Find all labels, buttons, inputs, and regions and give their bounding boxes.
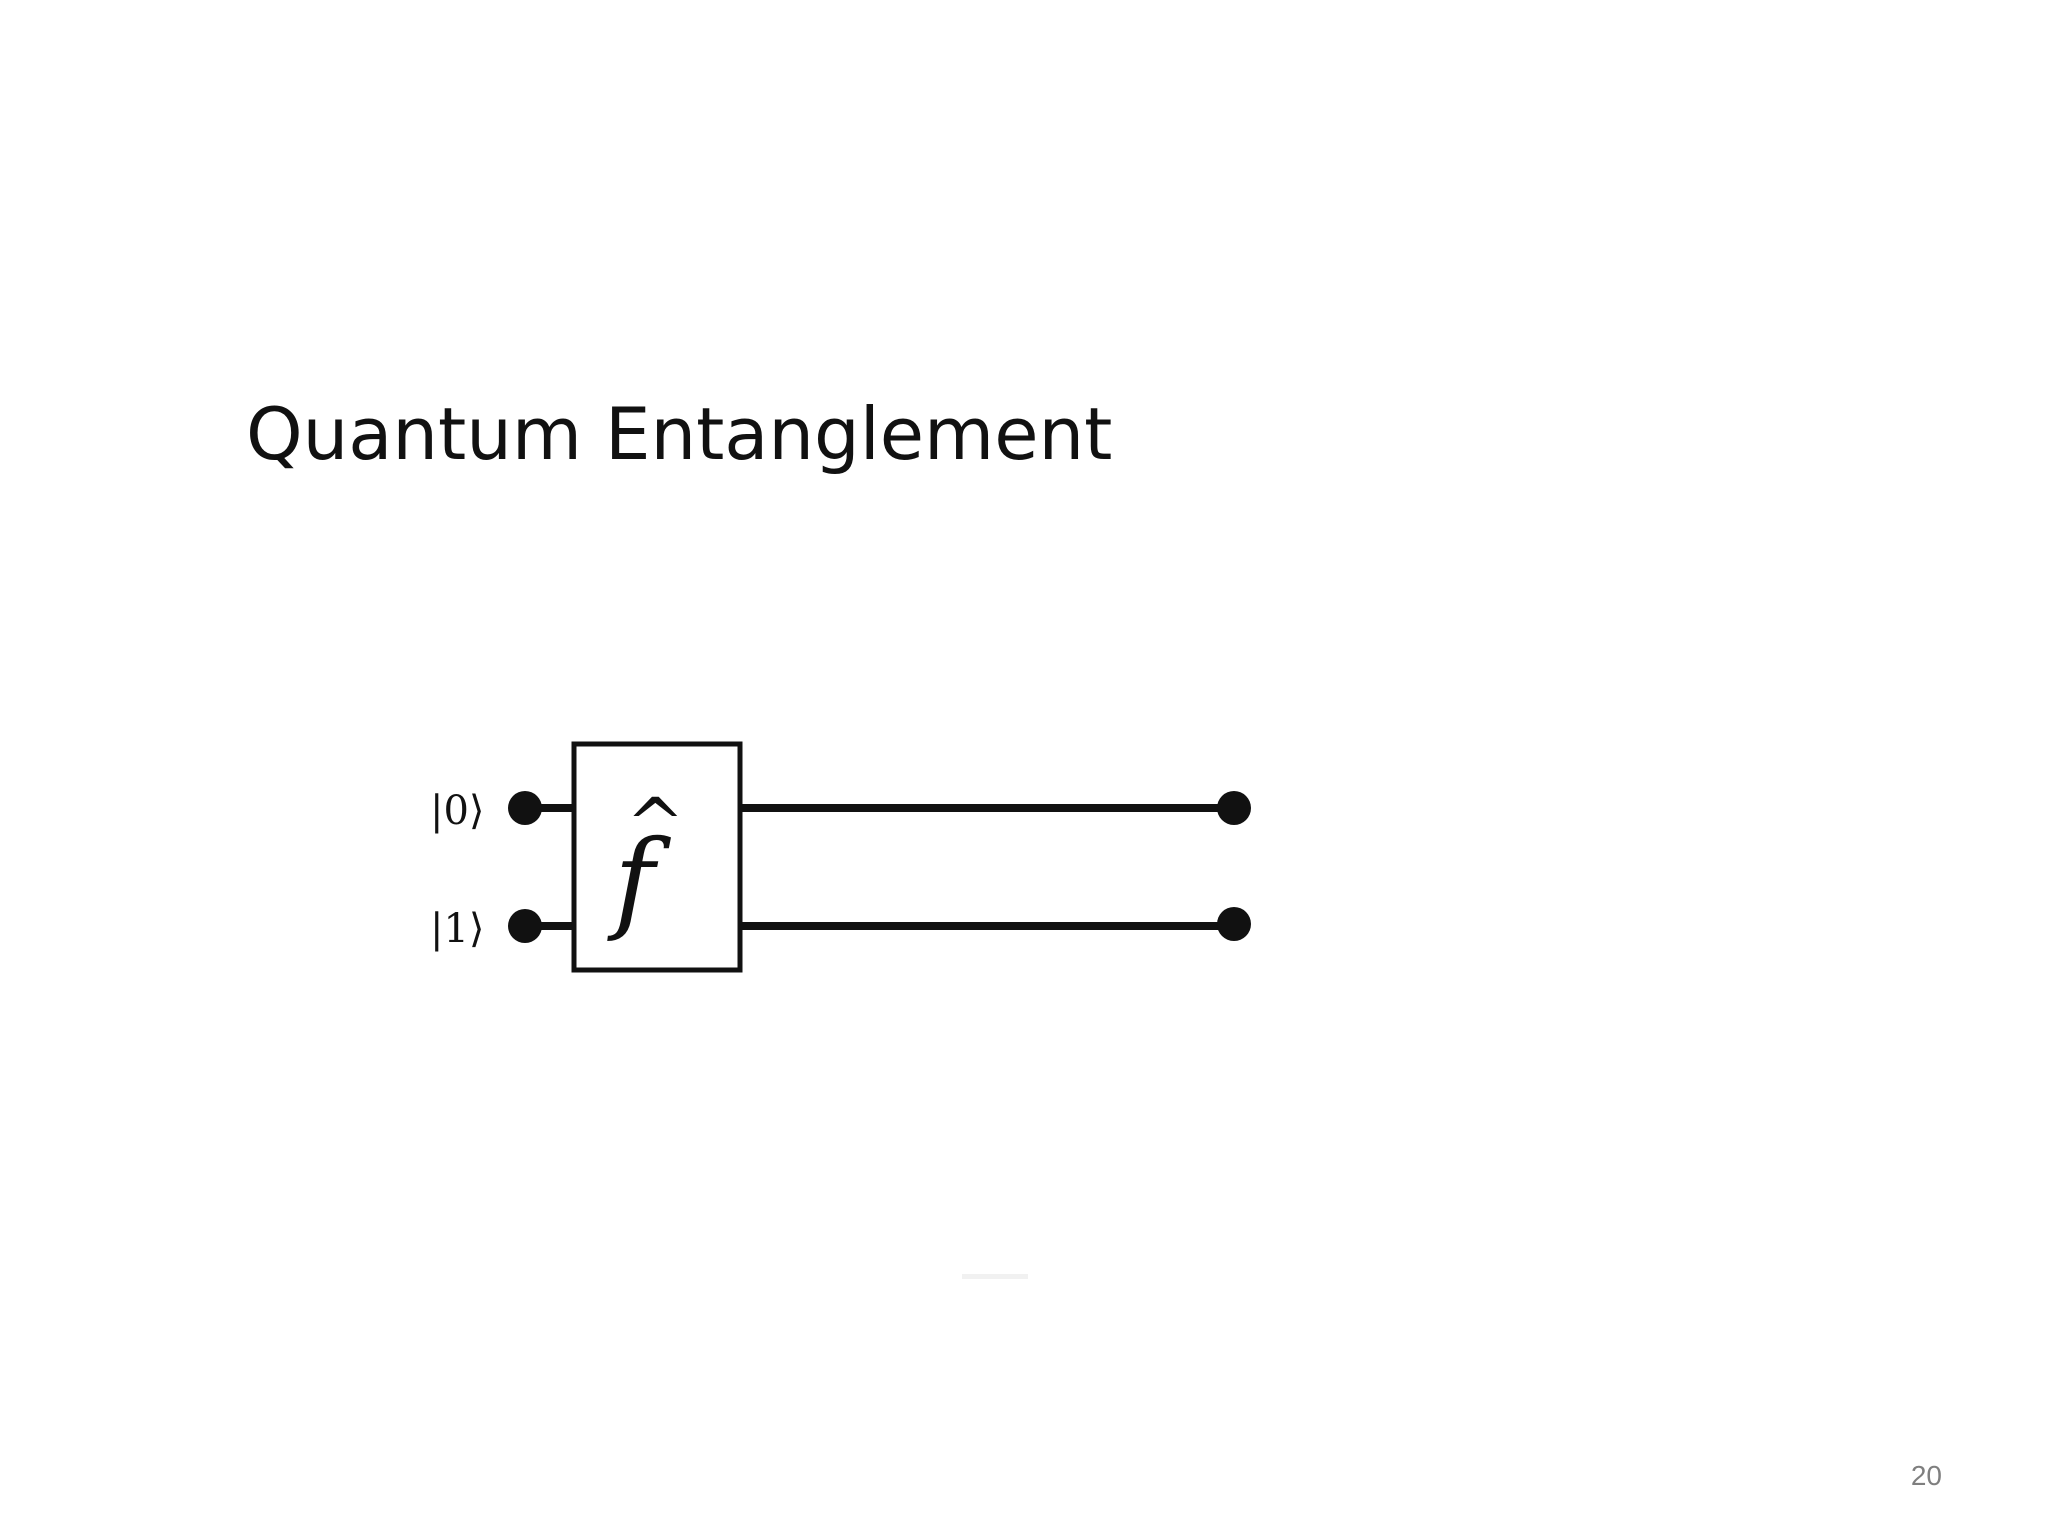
faint-divider-mark xyxy=(962,1274,1028,1279)
input-ket-1-label: |1⟩ xyxy=(430,906,485,952)
input-ket-0-label: |0⟩ xyxy=(430,788,485,834)
gate-box xyxy=(571,741,743,973)
gate-hat-symbol: ^ xyxy=(626,783,685,865)
input-node-1 xyxy=(508,909,542,943)
page-number: 20 xyxy=(1910,1460,1942,1491)
output-node-0 xyxy=(1217,791,1251,825)
slide-title: Quantum Entanglement xyxy=(246,392,1113,476)
input-node-0 xyxy=(508,791,542,825)
output-node-1 xyxy=(1217,907,1251,941)
